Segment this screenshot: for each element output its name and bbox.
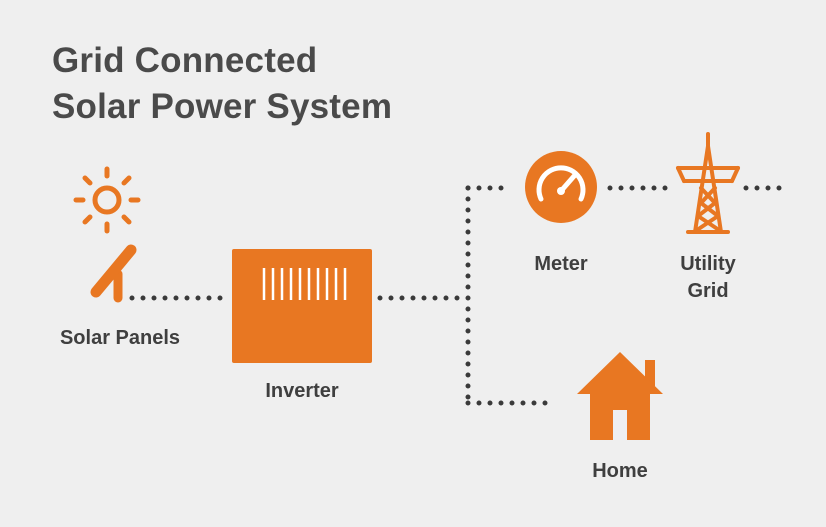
label-meter: Meter [534,253,588,275]
label-utility-grid-line-1: Utility [680,253,736,275]
connectors [129,185,783,406]
sun-icon [73,166,141,234]
title-line-1: Grid Connected [52,41,318,80]
solar-panel-icon [90,244,137,303]
label-utility-grid: Utility Grid [658,251,758,305]
inverter-vent-lines [262,268,347,300]
label-utility-grid-line-2: Grid [687,280,729,302]
house-icon [577,352,663,440]
meter-gauge-icon [525,151,597,223]
inverter-icon [232,249,372,363]
label-home: Home [592,460,648,482]
diagram-title: Grid Connected Solar Power System [52,38,392,130]
title-line-2: Solar Power System [52,87,393,126]
label-inverter: Inverter [265,380,339,402]
transmission-tower-icon [676,132,740,234]
label-solar-panels: Solar Panels [59,327,181,349]
